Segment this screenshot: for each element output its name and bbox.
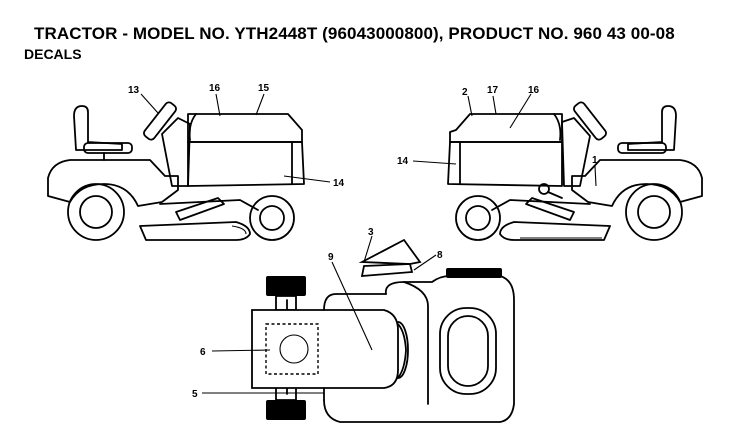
leader-6 (211, 349, 271, 352)
foot-pedal (175, 197, 225, 221)
rear-wheel-rim (79, 195, 113, 229)
decal-panel-3 (358, 238, 422, 265)
decal-panel-8 (360, 263, 414, 277)
leader-16-right (509, 93, 532, 129)
tractor-right-side-view: 2 17 16 14 1 (397, 85, 703, 241)
leader-14-right (412, 160, 457, 165)
callout-2: 2 (462, 87, 468, 98)
leader-13 (140, 93, 159, 114)
seat-cushion (83, 142, 133, 154)
steering-wheel (143, 101, 177, 141)
callout-14-left: 14 (333, 178, 345, 189)
seat-back-right (627, 105, 677, 151)
callout-6: 6 (200, 347, 206, 358)
leader-2 (467, 95, 473, 117)
seat-top (439, 307, 497, 395)
seat-cushion-right (617, 142, 667, 154)
leader-9 (331, 261, 373, 351)
front-left-tire (266, 276, 306, 296)
hood-top (187, 113, 303, 143)
deck-chute (231, 225, 247, 235)
foot-pedal-right (525, 197, 575, 221)
decal-area-6 (265, 323, 319, 375)
steering-column (161, 117, 191, 187)
tractor-top-view: 3 8 9 6 5 (192, 227, 515, 423)
seat-top-inner (447, 315, 489, 387)
hood-top-right (449, 113, 563, 143)
front-wheel (249, 195, 295, 241)
rear-wheel (67, 183, 125, 241)
front-wheel-rim-right (465, 205, 491, 231)
callout-1: 1 (592, 155, 598, 166)
hood-side-panel-right (447, 141, 563, 187)
leader-16-left (215, 93, 221, 117)
leader-1 (594, 165, 597, 187)
leader-8 (413, 254, 437, 271)
decal-circle-6 (279, 334, 309, 364)
front-wheel-right (455, 195, 501, 241)
hood-curve (188, 113, 197, 141)
callout-9: 9 (328, 252, 334, 263)
leader-3 (363, 235, 373, 263)
shift-lever (547, 191, 563, 199)
leader-15 (255, 93, 265, 116)
rear-fender-right (571, 159, 703, 207)
frame-rail-right (491, 199, 591, 211)
rear-wheel-right (625, 183, 683, 241)
hood-curve-right (553, 113, 562, 141)
hood-rear-edge (323, 293, 387, 311)
diagram-subtitle: DECALS (24, 46, 82, 62)
front-wheel-rim (259, 205, 285, 231)
hood-side-panel (187, 141, 305, 187)
callout-17: 17 (487, 85, 499, 96)
callout-3: 3 (368, 227, 374, 238)
frame-rail (159, 199, 259, 211)
leader-14-left (283, 175, 331, 183)
callout-16-left: 16 (209, 83, 221, 94)
callout-8: 8 (437, 250, 443, 261)
rear-fender (47, 159, 179, 207)
front-right-tire (266, 400, 306, 420)
leader-17 (492, 95, 497, 115)
seat-back (73, 105, 123, 151)
mower-deck (139, 221, 251, 241)
callout-16-right: 16 (528, 85, 540, 96)
callout-13: 13 (128, 85, 140, 96)
rear-wheel-rim-right (637, 195, 671, 229)
front-left-hub (275, 295, 297, 311)
shift-knob (538, 183, 550, 195)
diagram-title: TRACTOR - MODEL NO. YTH2448T (9604300080… (34, 24, 675, 43)
hood-top-view (251, 309, 399, 389)
steering-wheel-right (573, 101, 607, 141)
fender-inner (403, 281, 429, 405)
tractor-left-side-view: 13 16 15 14 (47, 83, 345, 241)
callout-15: 15 (258, 83, 270, 94)
callout-14-right: 14 (397, 156, 409, 167)
mower-deck-right (499, 221, 611, 241)
steering-column-right (561, 117, 591, 187)
callout-5: 5 (192, 389, 198, 400)
